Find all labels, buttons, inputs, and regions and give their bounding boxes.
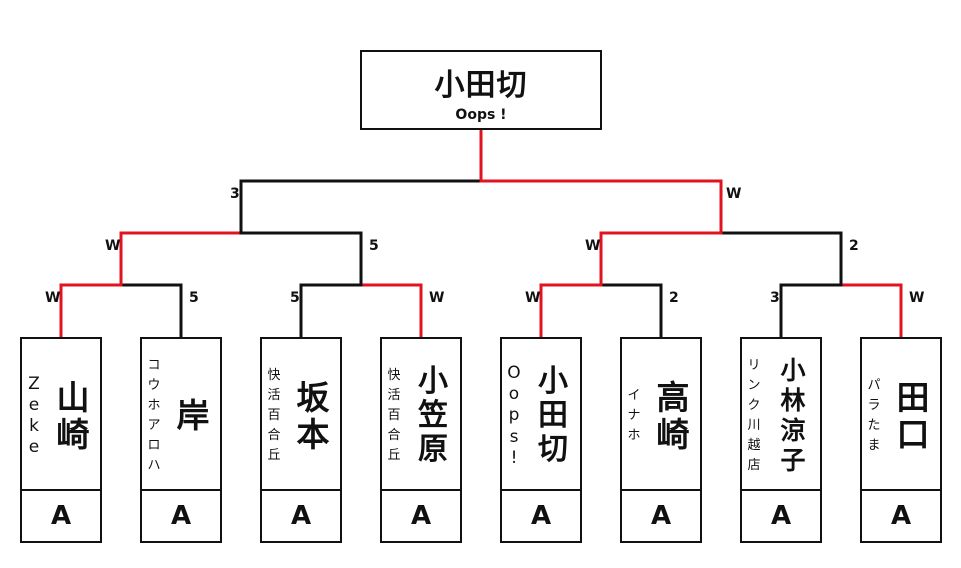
- match-score-label: 3: [770, 290, 780, 306]
- player-team: リンク川越店: [747, 357, 761, 474]
- player-name: 坂本: [296, 377, 330, 454]
- grade-divider: [142, 489, 220, 491]
- player-name: 高崎: [656, 377, 690, 454]
- player-name: 岸: [176, 396, 210, 436]
- grade-divider: [742, 489, 820, 491]
- player-box: パラたま 田口 A: [860, 337, 942, 543]
- player-team: コウホアロハ: [147, 357, 161, 474]
- grade-divider: [502, 489, 580, 491]
- player-team: パラたま: [867, 377, 881, 454]
- champion-box: 小田切 Oops !: [360, 50, 602, 130]
- player-name: 小笠原: [418, 364, 448, 467]
- grade-divider: [262, 489, 340, 491]
- player-grade: A: [290, 501, 312, 531]
- player-grade: A: [770, 501, 792, 531]
- grade-divider: [622, 489, 700, 491]
- player-box: コウホアロハ 岸 A: [140, 337, 222, 543]
- player-box: リンク川越店 小林涼子 A: [740, 337, 822, 543]
- match-score-label: W: [909, 290, 925, 306]
- champion-name: 小田切: [434, 68, 528, 103]
- player-name: 小林涼子: [780, 356, 806, 475]
- player-team: 快活百合丘: [267, 367, 281, 464]
- player-name: 小田切: [538, 364, 568, 467]
- match-score-label: 2: [669, 290, 679, 306]
- match-score-label: W: [105, 238, 121, 254]
- grade-divider: [22, 489, 100, 491]
- player-name: 田口: [896, 377, 930, 454]
- player-grade: A: [410, 501, 432, 531]
- grade-divider: [862, 489, 940, 491]
- player-box: イナホ 高崎 A: [620, 337, 702, 543]
- player-grade: A: [650, 501, 672, 531]
- match-score-label: 2: [849, 238, 859, 254]
- match-score-label: W: [726, 186, 742, 202]
- player-box: 快活百合丘 坂本 A: [260, 337, 342, 543]
- match-score-label: 5: [189, 290, 199, 306]
- match-score-label: W: [525, 290, 541, 306]
- match-score-label: W: [45, 290, 61, 306]
- match-score-label: W: [429, 290, 445, 306]
- match-score-label: 3: [230, 186, 240, 202]
- player-box: 快活百合丘 小笠原 A: [380, 337, 462, 543]
- player-name: 山崎: [56, 377, 90, 454]
- match-score-label: W: [585, 238, 601, 254]
- player-team: イナホ: [627, 387, 641, 444]
- match-score-label: 5: [290, 290, 300, 306]
- grade-divider: [382, 489, 460, 491]
- player-grade: A: [890, 501, 912, 531]
- player-grade: A: [50, 501, 72, 531]
- player-grade: A: [530, 501, 552, 531]
- match-score-label: 5: [369, 238, 379, 254]
- champion-team: Oops !: [455, 107, 507, 123]
- player-team: 快活百合丘: [387, 367, 401, 464]
- player-grade: A: [170, 501, 192, 531]
